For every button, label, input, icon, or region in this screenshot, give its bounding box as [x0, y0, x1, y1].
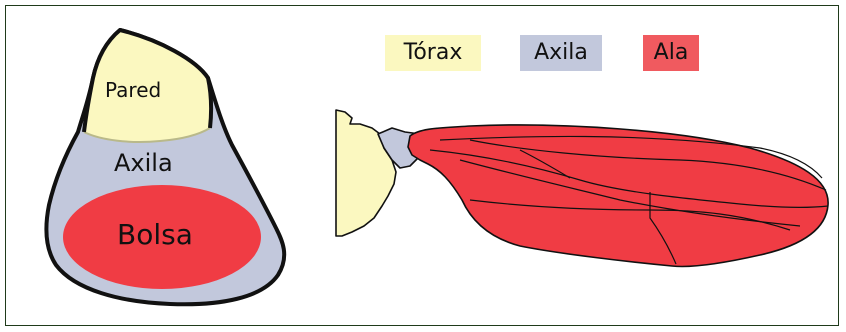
- pouch-label: Bolsa: [117, 218, 193, 251]
- legend-item-thorax: Tórax: [385, 35, 481, 71]
- axilla-label: Axila: [114, 149, 173, 177]
- legend-item-axilla: Axila: [520, 35, 602, 71]
- legend-item-wing: Ala: [643, 35, 699, 71]
- wing-diagram: [336, 110, 828, 267]
- wing-blade: [408, 125, 828, 267]
- thorax-region: [336, 110, 396, 236]
- wall-label: Pared: [105, 78, 161, 102]
